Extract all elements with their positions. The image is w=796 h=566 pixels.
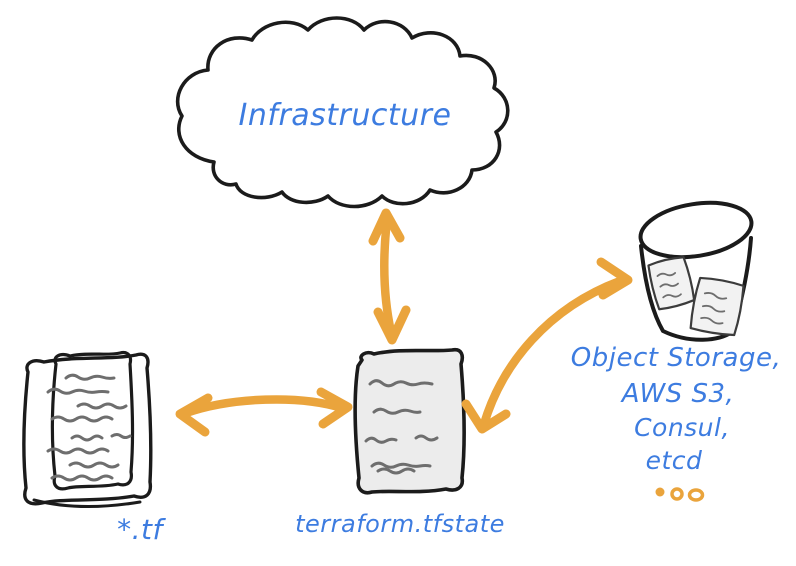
infrastructure-label: Infrastructure [239,98,452,133]
tf-files-label: *.tf [117,513,166,546]
storage-bucket-icon [638,200,754,342]
bucket-paper-1 [647,256,696,311]
storage-options-label: Object Storage, AWS S3, Consul, etcd [571,343,781,502]
storage-line-1: Object Storage, [571,343,781,373]
ellipsis-icon [655,487,705,502]
storage-line-3: Consul, [634,413,730,442]
cloud-icon [175,16,510,209]
state-storage-arrow [461,257,633,434]
tf-files-icon [22,350,153,509]
bucket-rim [638,200,754,260]
bucket-paper-2 [689,276,745,337]
storage-line-4: etcd [646,446,703,475]
infrastructure-cloud: Infrastructure [175,16,510,209]
files-state-arrow [175,387,353,437]
cloud-state-arrow [368,208,411,345]
storage-line-2: AWS S3, [620,379,735,409]
state-file-label: terraform.tfstate [295,510,505,538]
state-file-icon [353,347,467,495]
